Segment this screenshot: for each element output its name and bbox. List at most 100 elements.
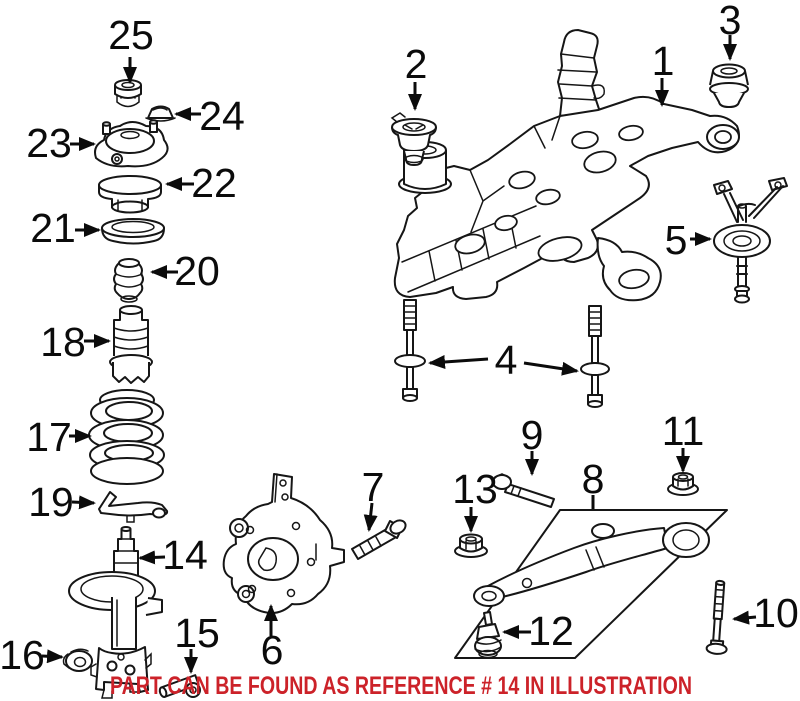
part-lower-control-arm (454, 509, 728, 659)
callout-label-18: 18 (40, 319, 86, 365)
arrow-4-left (428, 354, 489, 369)
callout-label-10: 10 (753, 590, 799, 636)
callout-label-15: 15 (174, 610, 220, 656)
part-coil-spring (88, 389, 165, 485)
reference-caption: PART CAN BE FOUND AS REFERENCE # 14 IN I… (110, 672, 692, 700)
knuckle6-hole2 (291, 521, 301, 531)
part-control-arm-front-bolt (492, 473, 555, 508)
part-crossmember-bolt-left (394, 299, 426, 402)
nut25-top (114, 79, 142, 91)
cup22-bottom (111, 200, 149, 214)
callout-labels: 1 2 3 4 5 6 7 8 9 10 11 12 13 14 15 16 1… (0, 0, 799, 678)
strut14-seat-tab (145, 597, 163, 616)
arrow-10 (732, 610, 757, 625)
part-control-arm-rear-bolt (705, 579, 728, 655)
balljoint12-base (478, 649, 498, 659)
cup22-seams (117, 199, 143, 211)
arrow-19 (71, 495, 96, 510)
subframe-tower (557, 29, 601, 117)
arm8-top-knob (591, 523, 615, 539)
boot18-cup (112, 362, 150, 384)
seat19-tab (126, 515, 135, 523)
bushing2-tip (404, 154, 424, 164)
bolt4l-head-tip (402, 394, 418, 402)
mount5-bolt-shaft (736, 256, 748, 288)
callout-label-23: 23 (26, 120, 72, 166)
knuckle6-eye-lower-bore (241, 589, 251, 599)
knuckle6-hub-bore (247, 537, 299, 581)
boot18-neck (113, 310, 149, 356)
callout-label-6: 6 (261, 627, 284, 673)
bolt4r-shaft-lower (591, 374, 599, 396)
callout-label-4: 4 (495, 337, 518, 383)
strut14-bracket-ears (90, 652, 152, 699)
part-strut-bearing-cup (98, 175, 162, 214)
subframe-hole-e (494, 214, 518, 232)
bolt15-end (158, 686, 168, 698)
bolt10-thread (712, 581, 726, 621)
cap24-lines (145, 107, 176, 122)
knuckle6-eye-lower (237, 585, 255, 603)
mount23-dome-top (120, 130, 140, 140)
seat19-foot (152, 507, 166, 519)
bolt10-shaft (712, 617, 722, 643)
knuckle6-flange-hole2 (281, 493, 289, 501)
strut14-rod-tip (120, 526, 132, 532)
nut16-bore (73, 656, 87, 668)
mount23-stud-left-top (102, 121, 111, 127)
callout-label-25: 25 (108, 12, 154, 58)
part-strut-dust-boot (109, 305, 153, 384)
arrow-16 (41, 649, 64, 664)
mount23-front-stud (111, 153, 123, 165)
part-strut-mount-cap (145, 105, 176, 122)
subframe-facet-lines (469, 115, 561, 233)
bolt10-tip (715, 579, 726, 586)
arrow-4-right (523, 361, 579, 376)
subframe-rear-foot-hole (618, 268, 650, 290)
bushing2-bore (402, 122, 426, 132)
callout-label-17: 17 (26, 414, 72, 460)
callout-label-14: 14 (162, 532, 208, 578)
callout-label-9: 9 (521, 412, 544, 458)
bolt15-clip (185, 682, 201, 698)
knuckle6-flange-hole1 (279, 479, 287, 487)
strut14-bracket-hole1 (106, 660, 118, 672)
callout-label-8: 8 (582, 456, 605, 502)
part-crossmember-front-bushing (390, 112, 437, 166)
nut11-top (672, 472, 694, 482)
part-strut-mount-nut (62, 648, 93, 672)
seat21-inner (111, 220, 155, 234)
bolt4r-head-tip (587, 400, 603, 408)
part-knuckle-bolt (351, 519, 407, 560)
bolt4l-thread-ticks (403, 305, 417, 325)
callout-label-3: 3 (719, 0, 742, 43)
bolt4l-washer (394, 354, 426, 368)
bolt10-head (705, 642, 728, 655)
part-crossmember-rear-bushing (709, 63, 749, 108)
bolt9-threads (510, 485, 522, 497)
nut11-bore (677, 474, 689, 480)
mount23-dome (105, 128, 155, 154)
control-arm-box (454, 509, 728, 659)
subframe-rear-foot (596, 237, 662, 302)
bushing2-slots (404, 124, 424, 130)
mount23-front-stud-bore (114, 156, 120, 162)
mount5-stud (737, 205, 747, 223)
knuckle6-hole5 (306, 557, 316, 567)
knuckle6-eye-left (229, 518, 249, 538)
callout-label-12: 12 (528, 608, 574, 654)
nut13-bore (465, 536, 477, 542)
bolt4l-shaft-lower (406, 366, 414, 390)
part-strut-rod-nut (114, 79, 142, 108)
boot18-ribs (113, 327, 149, 350)
part-strut-assembly (68, 526, 163, 699)
bolt4l-thread (403, 299, 417, 331)
bushing3-lower (713, 92, 745, 108)
cup22-sides (98, 185, 162, 208)
knuckle6-flange-lines (274, 473, 317, 561)
part-control-arm-nut (667, 472, 699, 496)
spring17-coil4 (90, 457, 164, 485)
part-crossmember-bolt-right (580, 305, 610, 408)
bushing2-notch (390, 112, 406, 123)
